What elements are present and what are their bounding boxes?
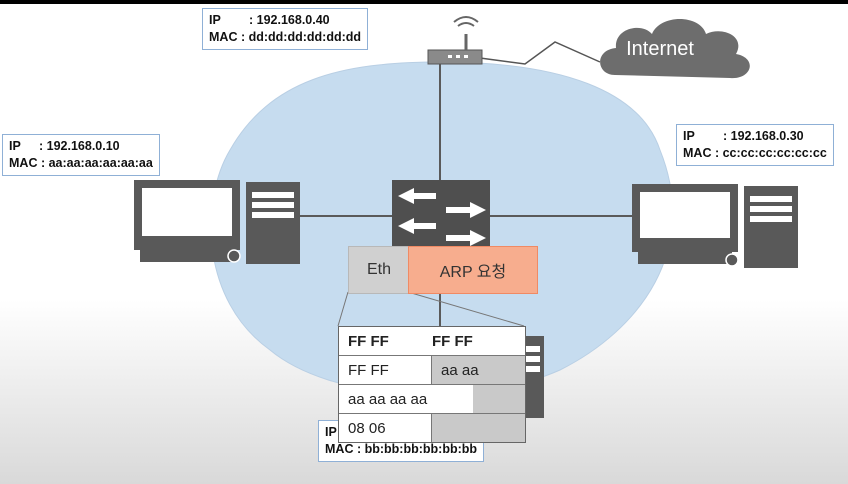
frame-cell: FF FF [432, 332, 473, 350]
internet-cloud-icon [600, 19, 750, 79]
ethernet-frame-detail: FF FF FF FF FF FF aa aa aa aa aa aa 08 0… [338, 326, 526, 443]
switch-icon [392, 180, 490, 248]
internet-link [479, 41, 601, 65]
mac-label: MAC [683, 146, 712, 160]
frame-cell: aa aa [431, 356, 525, 384]
callout-line-left [337, 291, 349, 327]
mac-value: : bb:bb:bb:bb:bb:bb [356, 442, 478, 456]
frame-row: 08 06 [339, 414, 525, 442]
frame-cell: FF FF [348, 332, 389, 350]
computer-right-icon [632, 184, 798, 268]
mac-value: : dd:dd:dd:dd:dd:dd [240, 30, 362, 44]
frame-cell [473, 385, 525, 413]
frame-cell: 08 06 [339, 414, 431, 442]
ip-value: : 192.168.0.10 [39, 139, 120, 153]
eth-label: Eth [366, 261, 391, 278]
ip-value: : 192.168.0.30 [723, 129, 804, 143]
host-right-info-box: IP : 192.168.0.30 MAC : cc:cc:cc:cc:cc:cc [676, 124, 834, 166]
ip-label: IP [325, 425, 337, 439]
computer-left-icon [134, 180, 300, 264]
top-border [0, 0, 848, 4]
frame-row: aa aa aa aa [339, 385, 525, 414]
frame-row: FF FF aa aa [339, 356, 525, 385]
frame-cell: FF FF [339, 356, 431, 384]
frame-row: FF FF FF FF [339, 327, 525, 356]
ip-value: : 192.168.0.40 [249, 13, 330, 27]
arp-request-block: ARP 요청 [408, 246, 538, 294]
host-left-info-box: IP : 192.168.0.10 MAC : aa:aa:aa:aa:aa:aa [2, 134, 160, 176]
eth-header-block: Eth [348, 246, 410, 294]
mac-label: MAC [325, 442, 354, 456]
frame-cell [431, 414, 525, 442]
ip-label: IP [209, 13, 221, 27]
arp-label: ARP 요청 [439, 264, 507, 281]
ip-label: IP [683, 129, 695, 143]
router-info-box: IP : 192.168.0.40 MAC : dd:dd:dd:dd:dd:dd [202, 8, 369, 50]
router-icon [427, 16, 483, 65]
ip-label: IP [9, 139, 21, 153]
mac-label: MAC [209, 30, 238, 44]
frame-cell: aa aa aa aa [339, 385, 473, 413]
mac-value: : aa:aa:aa:aa:aa:aa [40, 156, 153, 170]
internet-label: Internet [626, 38, 694, 60]
mac-label: MAC [9, 156, 38, 170]
callout-line-right [407, 291, 525, 327]
mac-value: : cc:cc:cc:cc:cc:cc [714, 146, 827, 160]
